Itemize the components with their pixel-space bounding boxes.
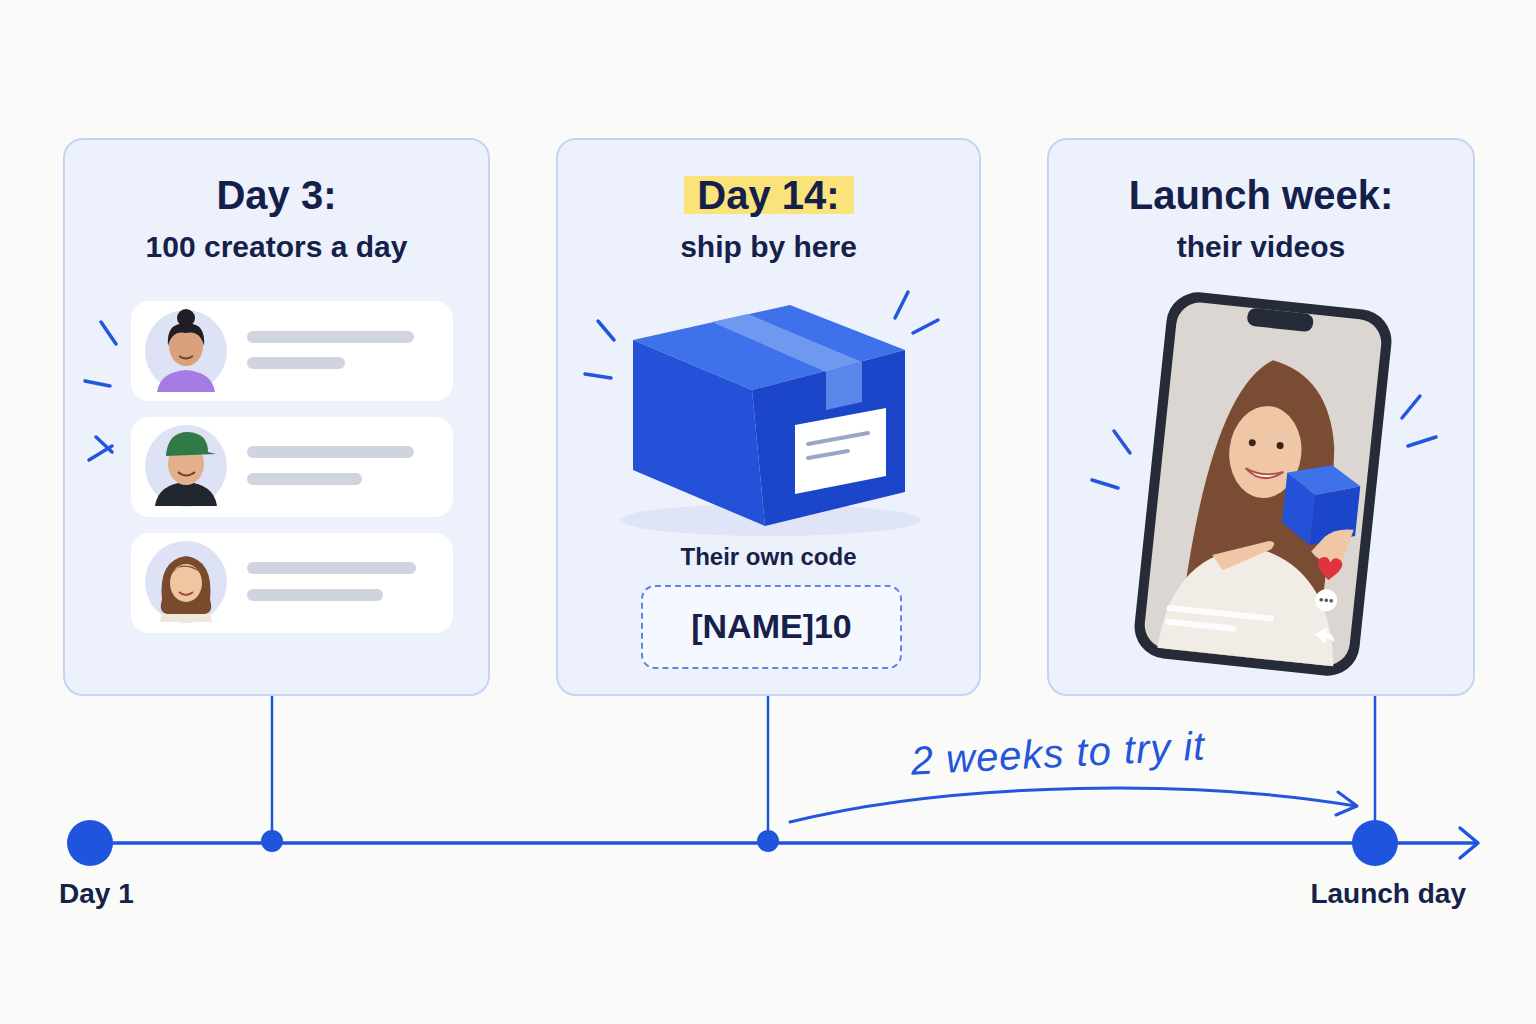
timeline-part bbox=[1352, 820, 1398, 866]
panel-heading: Launch week: bbox=[1129, 172, 1394, 218]
timeline-panel: Day 14: ship by hereTheir own code [NAME]1… bbox=[556, 138, 981, 696]
curved-arrow-part bbox=[1336, 792, 1357, 815]
panel-body: 100 creators a day bbox=[146, 230, 408, 265]
timeline-label: Day 1 bbox=[59, 878, 134, 910]
code-caption: Their own code bbox=[680, 543, 856, 571]
panel-heading: Day 3: bbox=[216, 172, 336, 218]
timeline bbox=[67, 696, 1478, 866]
timeline-part bbox=[757, 830, 779, 852]
coupon-code: [NAME]10 bbox=[641, 585, 902, 669]
timeline-panel: Day 3: 100 creators a day bbox=[63, 138, 490, 696]
timeline-panel: Launch week: their videos bbox=[1047, 138, 1475, 696]
timeline-label: Launch day bbox=[1310, 878, 1466, 910]
curved-arrow bbox=[790, 788, 1357, 822]
timeline-part bbox=[767, 696, 770, 842]
panel-body: their videos bbox=[1177, 230, 1345, 265]
code-text: [NAME]10 bbox=[691, 607, 852, 646]
timeline-part bbox=[90, 841, 1476, 845]
span-note: 2 weeks to try it bbox=[910, 722, 1207, 783]
timeline-part bbox=[1460, 828, 1478, 858]
curved-arrow-part bbox=[790, 788, 1356, 822]
timeline-part bbox=[67, 820, 113, 866]
timeline-part bbox=[261, 830, 283, 852]
timeline-part bbox=[271, 696, 274, 842]
panel-body: ship by here bbox=[680, 230, 857, 265]
panel-heading: Day 14: bbox=[683, 172, 853, 218]
timeline-part bbox=[1374, 696, 1377, 842]
